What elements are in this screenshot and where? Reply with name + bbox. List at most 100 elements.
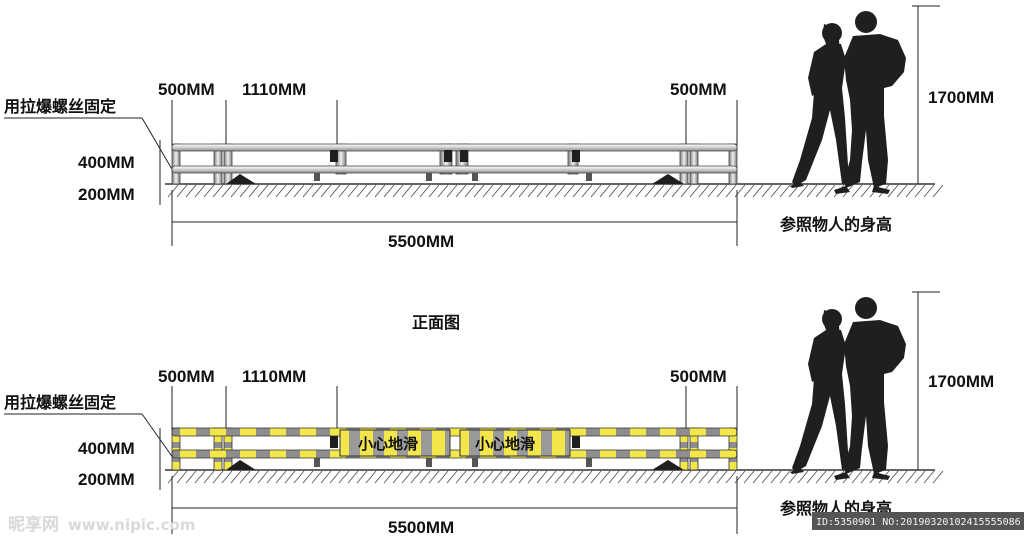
dim-400: 400MM xyxy=(78,153,135,172)
hatch-line xyxy=(446,470,458,484)
dim-500-right: 500MM xyxy=(670,367,727,386)
hatch-line xyxy=(707,470,719,484)
hatch-line xyxy=(671,184,683,198)
dim-400: 400MM xyxy=(78,439,135,458)
hatch-line xyxy=(518,184,530,198)
hatch-line xyxy=(770,184,782,198)
hatch-line xyxy=(437,184,449,198)
reference-people-silhouette xyxy=(790,11,906,194)
hatch-line xyxy=(554,184,566,198)
hatch-line xyxy=(599,470,611,484)
label-reference-height: 参照物人的身高 xyxy=(780,215,892,234)
hatch-line xyxy=(806,470,818,484)
hatch-line xyxy=(905,184,917,198)
hatch-line xyxy=(887,470,899,484)
ground-hatch xyxy=(167,470,944,484)
hatch-line xyxy=(437,470,449,484)
warning-sign-left: 小心地滑 xyxy=(358,435,418,453)
hatch-line xyxy=(455,470,467,484)
hatch-line xyxy=(644,470,656,484)
hatch-line xyxy=(923,470,935,484)
hatch-line xyxy=(230,470,242,484)
hatch-line xyxy=(680,470,692,484)
hatch-line xyxy=(284,184,296,198)
hatch-line xyxy=(527,470,539,484)
hatch-line xyxy=(401,470,413,484)
hatch-line xyxy=(455,184,467,198)
hatch-line xyxy=(464,470,476,484)
hatch-line xyxy=(203,470,215,484)
hatch-line xyxy=(581,184,593,198)
hatch-line xyxy=(275,184,287,198)
hatch-line xyxy=(374,470,386,484)
hatch-line xyxy=(590,470,602,484)
hatch-line xyxy=(572,470,584,484)
hatch-line xyxy=(554,470,566,484)
hatch-line xyxy=(248,470,260,484)
hatch-line xyxy=(536,184,548,198)
hatch-line xyxy=(716,184,728,198)
dim-1700: 1700MM xyxy=(928,88,994,107)
hatch-line xyxy=(509,184,521,198)
hatch-line xyxy=(365,470,377,484)
hatch-line xyxy=(221,184,233,198)
hatch-line xyxy=(806,184,818,198)
dim-1110: 1110MM xyxy=(242,367,306,386)
hatch-line xyxy=(473,470,485,484)
hatch-line xyxy=(626,184,638,198)
dim-5500: 5500MM xyxy=(388,232,454,251)
hatch-line xyxy=(275,470,287,484)
hatch-line xyxy=(365,184,377,198)
hatch-line xyxy=(473,184,485,198)
dim-500-left: 500MM xyxy=(158,367,215,386)
hatch-line xyxy=(896,470,908,484)
hatch-line xyxy=(689,184,701,198)
hatch-line xyxy=(347,184,359,198)
hatch-line xyxy=(194,470,206,484)
hatch-line xyxy=(500,184,512,198)
hatch-line xyxy=(185,470,197,484)
hatch-line xyxy=(320,470,332,484)
hatch-line xyxy=(887,184,899,198)
hatch-line xyxy=(401,184,413,198)
hatch-line xyxy=(617,470,629,484)
hatch-line xyxy=(239,184,251,198)
hatch-line xyxy=(635,470,647,484)
hatch-line xyxy=(446,184,458,198)
hatch-line xyxy=(203,184,215,198)
hatch-line xyxy=(311,184,323,198)
hatch-line xyxy=(419,184,431,198)
warning-sign-right: 小心地滑 xyxy=(475,435,535,453)
hatch-line xyxy=(410,470,422,484)
bottom-elevation: 500MM 1110MM 500MM 用拉爆螺丝固定 400MM 200MM 小… xyxy=(4,291,994,537)
hatch-line xyxy=(797,470,809,484)
hatch-line xyxy=(266,184,278,198)
hatch-line xyxy=(662,184,674,198)
hatch-line xyxy=(563,470,575,484)
hatch-line xyxy=(266,470,278,484)
hatch-line xyxy=(329,470,341,484)
hatch-line xyxy=(635,184,647,198)
hatch-line xyxy=(932,184,944,198)
hatch-line xyxy=(176,184,188,198)
label-fix-bolt: 用拉爆螺丝固定 xyxy=(4,97,116,116)
watermark-logo: 昵享网 xyxy=(8,514,59,535)
dim-500-right: 500MM xyxy=(670,80,727,99)
hatch-line xyxy=(464,184,476,198)
hatch-line xyxy=(851,470,863,484)
hatch-line xyxy=(167,184,179,198)
hatch-line xyxy=(248,184,260,198)
hatch-line xyxy=(311,470,323,484)
hatch-line xyxy=(176,470,188,484)
hatch-line xyxy=(302,470,314,484)
ground-hatch xyxy=(167,184,944,198)
hatch-line xyxy=(545,184,557,198)
hatch-line xyxy=(491,470,503,484)
hatch-line xyxy=(752,184,764,198)
hatch-line xyxy=(698,470,710,484)
hatch-line xyxy=(644,184,656,198)
hatch-line xyxy=(482,470,494,484)
hatch-line xyxy=(212,470,224,484)
hatch-line xyxy=(770,470,782,484)
